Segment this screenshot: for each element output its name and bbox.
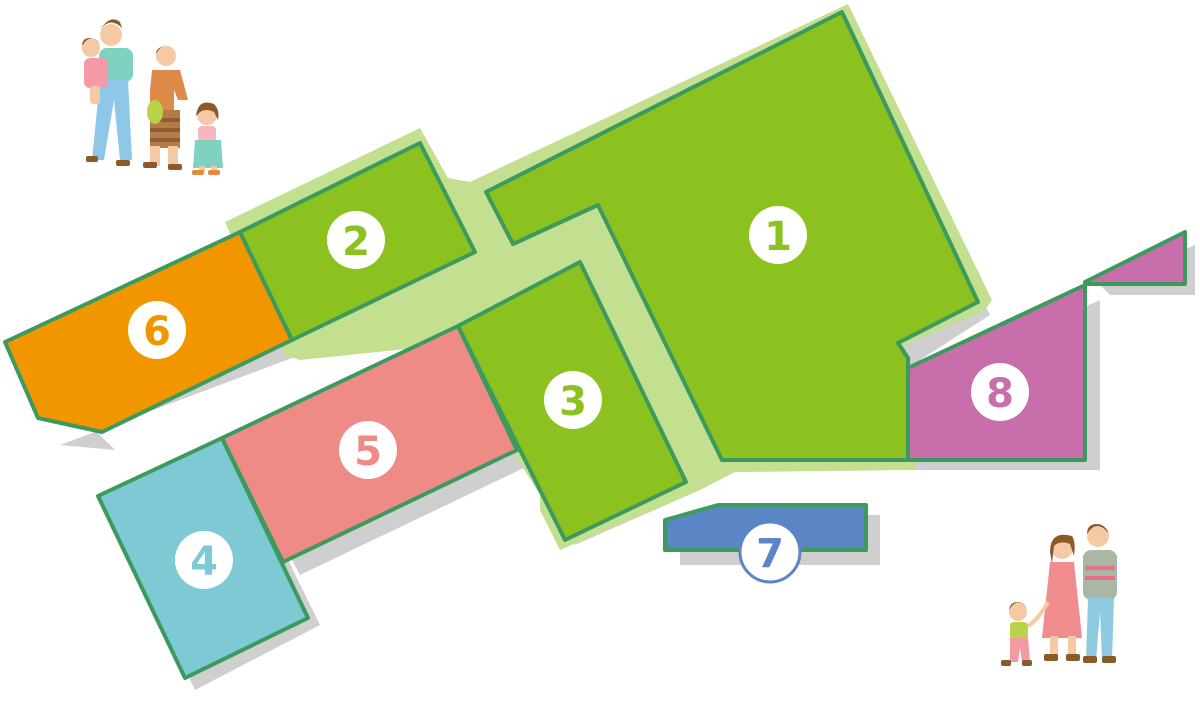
zone-6-label: 6 — [143, 309, 171, 355]
zone-8-badge — [971, 363, 1029, 421]
zone-3-label: 3 — [559, 379, 587, 425]
zone-1-badge — [749, 206, 807, 264]
zone-2-label: 2 — [342, 219, 370, 265]
zone-5-label: 5 — [354, 429, 382, 475]
zone-4-label: 4 — [190, 539, 218, 585]
zone-5-badge — [339, 421, 397, 479]
zone-4-badge — [175, 531, 233, 589]
family-illustration-bottom-right — [1001, 524, 1117, 666]
family-illustration-top-left — [82, 19, 223, 175]
zone-4[interactable]: 4 — [96, 436, 310, 680]
zone-1-label: 1 — [764, 214, 792, 260]
zone-3[interactable]: 3 — [456, 260, 688, 542]
zone-6-badge — [128, 301, 186, 359]
zone-8-annex-area[interactable] — [1083, 230, 1187, 286]
zone-8[interactable]: 8 — [906, 230, 1187, 462]
zone-5[interactable]: 5 — [220, 324, 519, 564]
zone-6[interactable]: 6 — [3, 230, 294, 434]
zone-7[interactable]: 7 — [663, 503, 868, 584]
zone-2[interactable]: 2 — [238, 141, 477, 342]
zone-7-badge — [738, 520, 802, 584]
zone-8-label: 8 — [986, 371, 1014, 417]
zone-3-badge — [544, 371, 602, 429]
zone-2-badge — [327, 211, 385, 269]
zone-7-label: 7 — [756, 531, 784, 577]
